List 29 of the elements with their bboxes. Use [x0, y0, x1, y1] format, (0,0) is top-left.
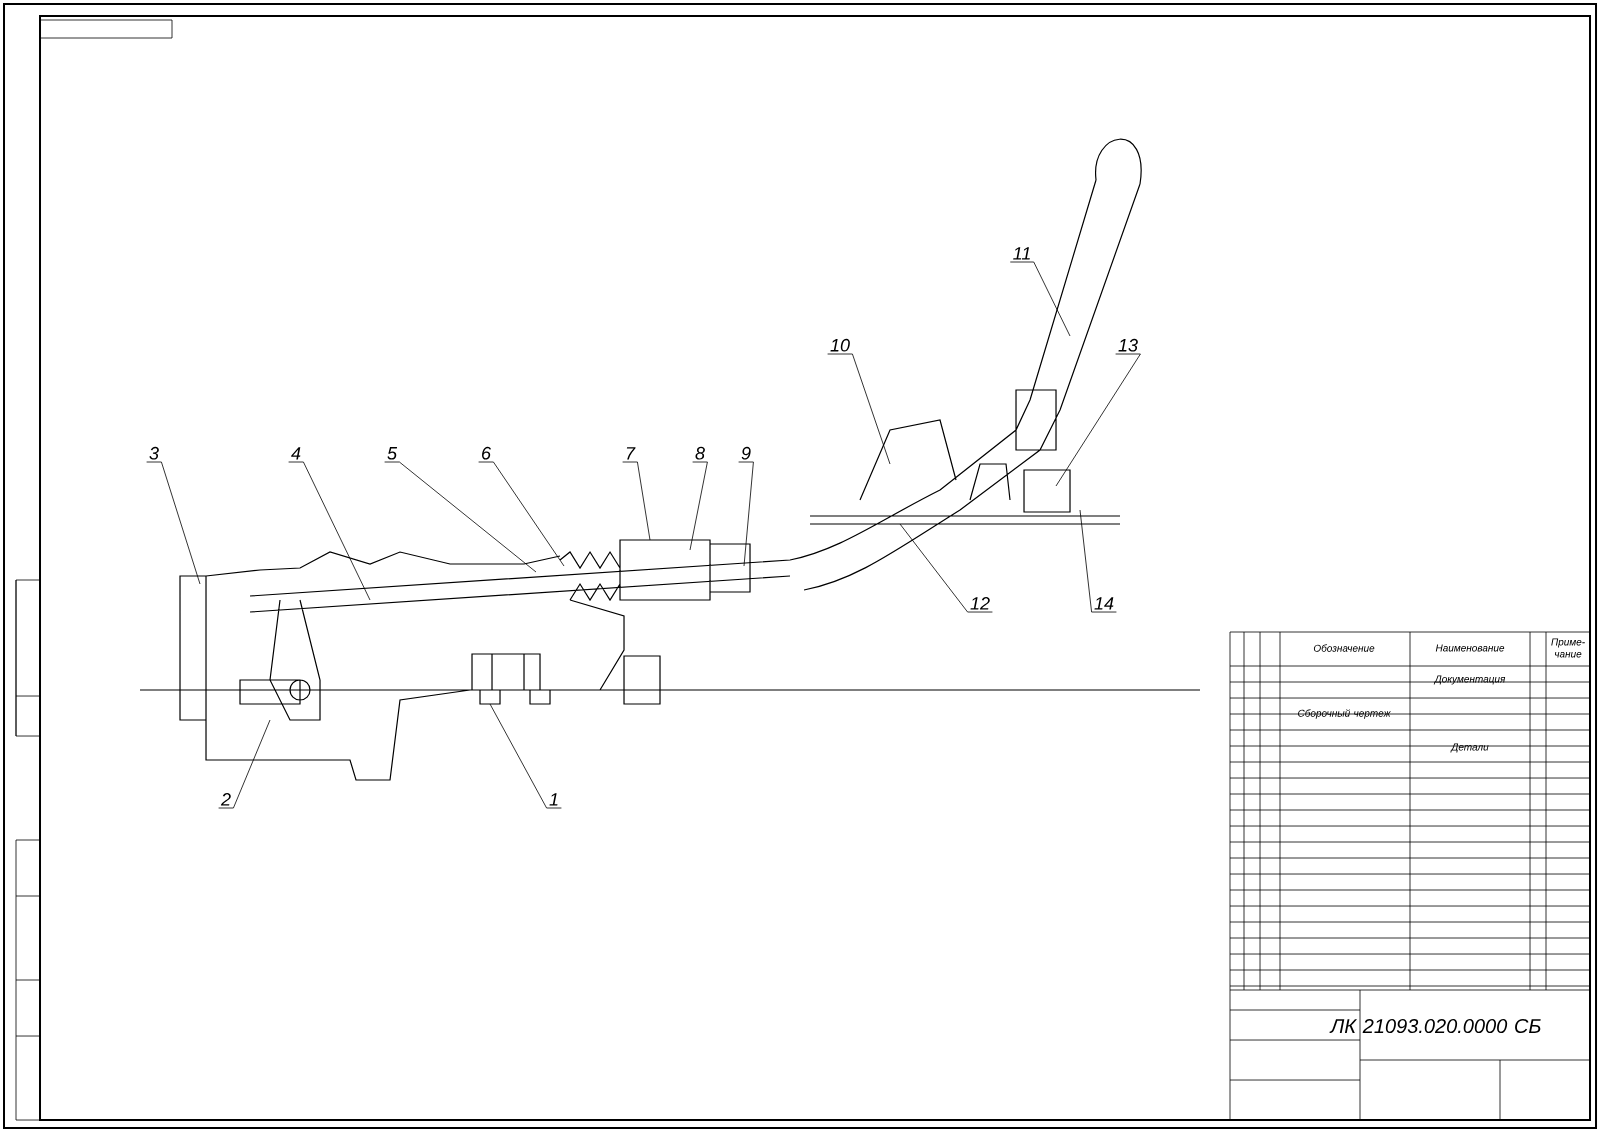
leader-line: [1055, 353, 1141, 487]
callout-number: 3: [149, 446, 159, 460]
callout-number: 12: [970, 597, 990, 610]
callout-number: 11: [1013, 247, 1030, 260]
leader-line: [384, 461, 537, 573]
leader-line: [689, 461, 708, 551]
leader-line: [1079, 509, 1117, 613]
callout-number: 9: [741, 446, 751, 460]
leader-line: [288, 461, 371, 601]
callout-number: 2: [220, 793, 231, 806]
table-text: ЛК 21093.020.0000 СБ: [1329, 1018, 1541, 1034]
leader-line: [478, 461, 565, 567]
callout-number: 10: [830, 338, 850, 352]
callout-number: 7: [626, 447, 636, 460]
leader-line: [218, 719, 271, 809]
leader-line: [489, 703, 562, 809]
leader-line: [738, 461, 754, 567]
callout-number: 1: [549, 793, 558, 806]
callout-number: 5: [387, 447, 398, 460]
callout-number: 4: [291, 447, 301, 460]
callout-number: 6: [482, 446, 491, 460]
callout-number: 14: [1094, 597, 1114, 610]
leader-line: [146, 461, 201, 585]
callout-number: 8: [695, 446, 705, 460]
leader-line: [1009, 261, 1071, 337]
leader-line: [827, 353, 891, 465]
leader-line: [622, 461, 651, 541]
callout-number: 13: [1118, 338, 1138, 352]
leader-line: [899, 523, 993, 613]
